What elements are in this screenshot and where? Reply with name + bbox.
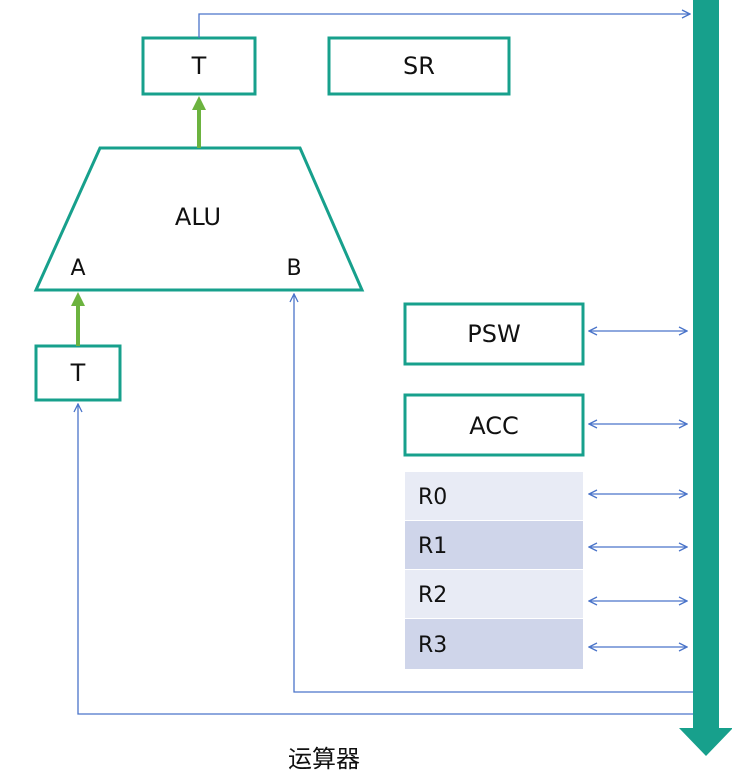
sr-register-box [327, 36, 511, 96]
acc-register: ACC [403, 393, 687, 457]
sr-register: SR [327, 36, 511, 96]
t-register-top: T [141, 36, 257, 96]
register-r0: R0 [405, 472, 687, 520]
register-r2-box [405, 570, 583, 618]
bus-to-alu-b-line [294, 294, 693, 693]
alu-input-b-label: B [286, 256, 301, 281]
t-register-bottom-box [34, 344, 122, 402]
bus-arrowhead [679, 728, 732, 756]
alu: ALU A B [33, 146, 365, 292]
sr-register-label: SR [403, 52, 435, 80]
alu-input-a-label: A [70, 256, 85, 281]
t-register-bottom: T [34, 344, 122, 402]
register-r3-box [405, 619, 583, 669]
register-r1-label: R1 [418, 534, 447, 559]
alu-shape [33, 146, 365, 292]
register-r2-label: R2 [418, 583, 447, 608]
register-r0-label: R0 [418, 485, 447, 510]
diagram-caption: 运算器 [288, 745, 360, 773]
acc-register-box [403, 393, 585, 457]
register-r3: R3 [405, 619, 687, 669]
t-top-to-bus-line [198, 14, 690, 38]
data-bus [679, 0, 732, 756]
t-register-top-box [141, 36, 257, 96]
register-r0-box [405, 472, 583, 520]
psw-register: PSW [403, 302, 687, 366]
bus-to-t-bottom-line [78, 404, 693, 715]
bus-shaft [693, 0, 719, 730]
acc-register-label: ACC [469, 412, 519, 440]
t-register-top-label: T [191, 52, 207, 80]
register-r1-box [405, 521, 583, 569]
alu-label: ALU [175, 203, 221, 231]
alu-to-t-top-arrow [192, 96, 206, 148]
register-r1: R1 [405, 521, 687, 569]
register-r3-label: R3 [418, 633, 447, 658]
psw-register-box [403, 302, 585, 366]
t-bottom-to-alu-a-arrow [71, 292, 85, 346]
register-r2: R2 [405, 570, 687, 618]
t-register-bottom-label: T [70, 359, 86, 387]
psw-register-label: PSW [467, 320, 520, 348]
